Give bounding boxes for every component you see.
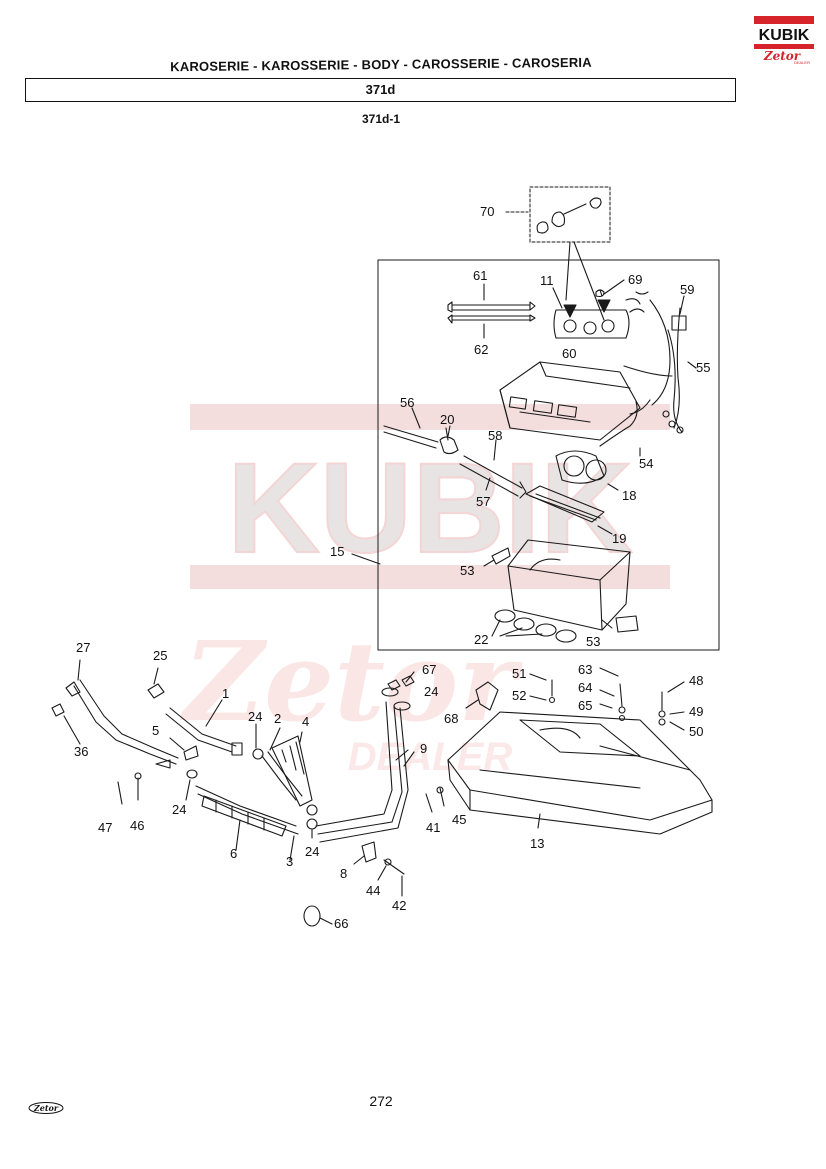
- callout-59: 59: [680, 282, 694, 297]
- callout-61: 61: [473, 268, 487, 283]
- callout-36: 36: [74, 744, 88, 759]
- callout-68: 68: [444, 711, 458, 726]
- callout-56: 56: [400, 395, 414, 410]
- callout-69: 69: [628, 272, 642, 287]
- brand-sub: Zetor: [763, 49, 802, 63]
- callout-50: 50: [689, 724, 703, 739]
- brand-sub-small: DEALER: [794, 60, 810, 65]
- part-22-seals: [494, 609, 577, 643]
- part-9-pipes: [315, 701, 409, 843]
- callout-45: 45: [452, 812, 466, 827]
- callout-70: 70: [480, 204, 494, 219]
- callout-24a: 24: [424, 684, 438, 699]
- callout-9: 9: [420, 741, 427, 756]
- callout-57: 57: [476, 494, 490, 509]
- callout-11: 11: [540, 273, 554, 288]
- callout-3: 3: [286, 854, 293, 869]
- upper-housing: [499, 361, 641, 441]
- part-60-control-panel: [553, 299, 630, 339]
- callout-49: 49: [689, 704, 703, 719]
- part-27-36-pipes: [51, 679, 179, 765]
- part-19-filter: [525, 485, 605, 523]
- callout-52: 52: [512, 688, 526, 703]
- callout-44: 44: [366, 883, 380, 898]
- callout-63: 63: [578, 662, 592, 677]
- callout-13: 13: [530, 836, 544, 851]
- part-25-1-hose: [147, 683, 243, 756]
- part-53-bracket-top: [491, 547, 511, 565]
- callout-18: 18: [622, 488, 636, 503]
- callout-27: 27: [76, 640, 90, 655]
- part-4-6-insulation: [201, 735, 313, 837]
- callout-51: 51: [512, 666, 526, 681]
- part-55-wiring-harness: [599, 291, 687, 447]
- callout-48: 48: [689, 673, 703, 688]
- callout-8: 8: [340, 866, 347, 881]
- callout-55: 55: [696, 360, 710, 375]
- page-number: 272: [369, 1093, 393, 1109]
- callout-41: 41: [426, 820, 440, 835]
- callout-2: 2: [274, 711, 281, 726]
- part-61-62-rods: [447, 301, 536, 324]
- callout-24b: 24: [248, 709, 262, 724]
- part-57-58-tube: [459, 455, 527, 499]
- callout-4: 4: [302, 714, 309, 729]
- callout-67: 67: [422, 662, 436, 677]
- group-code: 371d: [25, 78, 736, 102]
- callout-20: 20: [440, 412, 454, 427]
- part-18-blower: [555, 450, 619, 491]
- part-15-lower-housing: [507, 539, 631, 631]
- callout-19: 19: [612, 531, 626, 546]
- heater-unit-frame: [377, 259, 720, 651]
- callout-65: 65: [578, 698, 592, 713]
- callout-6: 6: [230, 846, 237, 861]
- callout-46: 46: [130, 818, 144, 833]
- callout-5: 5: [152, 723, 159, 738]
- callout-22: 22: [474, 632, 488, 647]
- part-13-mounting-tray: [447, 711, 713, 835]
- callout-62: 62: [474, 342, 488, 357]
- brand-name: KUBIK: [759, 27, 810, 44]
- callout-58: 58: [488, 428, 502, 443]
- detail-box-70: [529, 186, 611, 243]
- callout-15: 15: [330, 544, 344, 559]
- callout-60: 60: [562, 346, 576, 361]
- callout-64: 64: [578, 680, 592, 695]
- callout-47: 47: [98, 820, 112, 835]
- callout-24d: 24: [305, 844, 319, 859]
- callout-53a: 53: [460, 563, 474, 578]
- callout-1: 1: [222, 686, 229, 701]
- callout-42: 42: [392, 898, 406, 913]
- kubik-zetor-logo: KUBIK Zetor DEALER: [754, 16, 814, 65]
- figure-code: 371d-1: [361, 112, 401, 126]
- callout-24c: 24: [172, 802, 186, 817]
- callout-53b: 53: [586, 634, 600, 649]
- part-66-o-ring: [303, 905, 321, 927]
- part-53-bracket-bottom: [615, 615, 639, 633]
- callout-54: 54: [639, 456, 653, 471]
- zetor-footer-logo: Zetor: [28, 1102, 64, 1114]
- part-2-3-hoses: [195, 751, 303, 835]
- callout-25: 25: [153, 648, 167, 663]
- footer-logo-text: Zetor: [33, 1103, 59, 1113]
- part-56-20-valve: [383, 425, 459, 455]
- callout-66: 66: [334, 916, 348, 931]
- part-70-switch-knobs: [536, 197, 602, 234]
